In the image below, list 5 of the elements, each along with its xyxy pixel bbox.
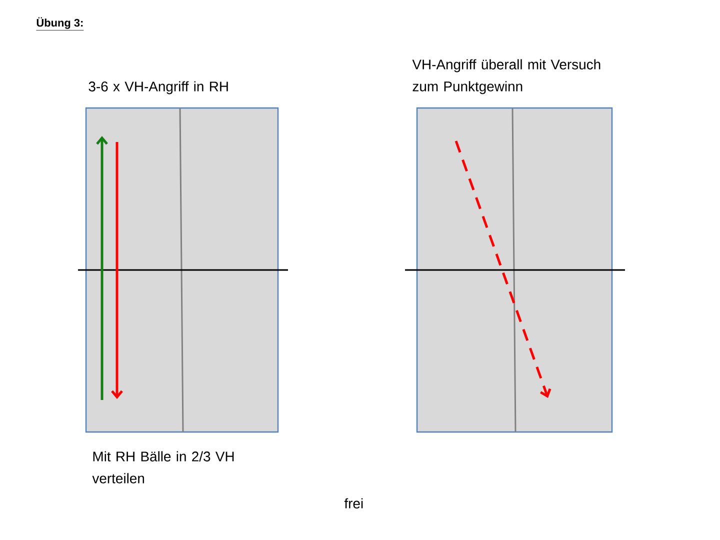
heading: VH-Angriff überall mit Versuch zum Punktgewinn [412,59,600,94]
title: Übung 3: [36,17,84,30]
heading: 3-6 x VH-Angriff in RH [88,81,228,94]
note-text: Mit RH Bälle in 2/3 VH verteilen [92,451,234,484]
caption-text: frei [344,498,363,508]
